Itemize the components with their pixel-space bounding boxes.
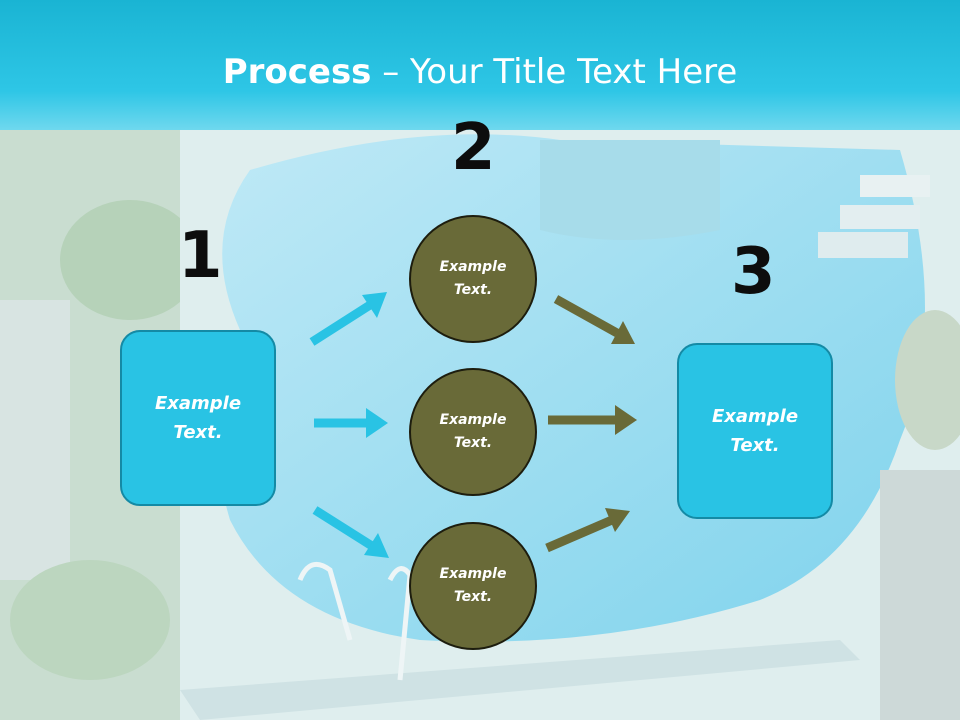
- slide-title: Process – Your Title Text Here: [0, 52, 960, 92]
- title-bold-text: Process: [222, 52, 372, 92]
- right-process-box: Example Text.: [677, 343, 833, 519]
- left-box-text: Example Text.: [154, 393, 242, 443]
- title-rest-text: – Your Title Text Here: [371, 52, 738, 92]
- arrow-to-middle-circle: [314, 408, 388, 438]
- circle-top-text: Example Text.: [439, 259, 507, 298]
- step-number-1: 1: [178, 219, 223, 293]
- title-bar: [0, 0, 960, 130]
- left-process-box: Example Text.: [120, 330, 276, 506]
- arrow-from-middle-circle: [548, 405, 637, 435]
- arrow-to-bottom-circle: [312, 506, 389, 558]
- right-box-text: Example Text.: [711, 406, 799, 456]
- process-circle-bottom: Example Text.: [409, 522, 537, 650]
- step-number-2: 2: [451, 111, 496, 185]
- process-circle-top: Example Text.: [409, 215, 537, 343]
- process-circle-middle: Example Text.: [409, 368, 537, 496]
- circle-bottom-text: Example Text.: [439, 566, 507, 605]
- arrow-to-top-circle: [309, 292, 387, 346]
- step-number-3: 3: [731, 235, 776, 309]
- arrow-from-bottom-circle: [545, 508, 630, 553]
- circle-middle-text: Example Text.: [439, 412, 507, 451]
- arrow-from-top-circle: [553, 295, 635, 344]
